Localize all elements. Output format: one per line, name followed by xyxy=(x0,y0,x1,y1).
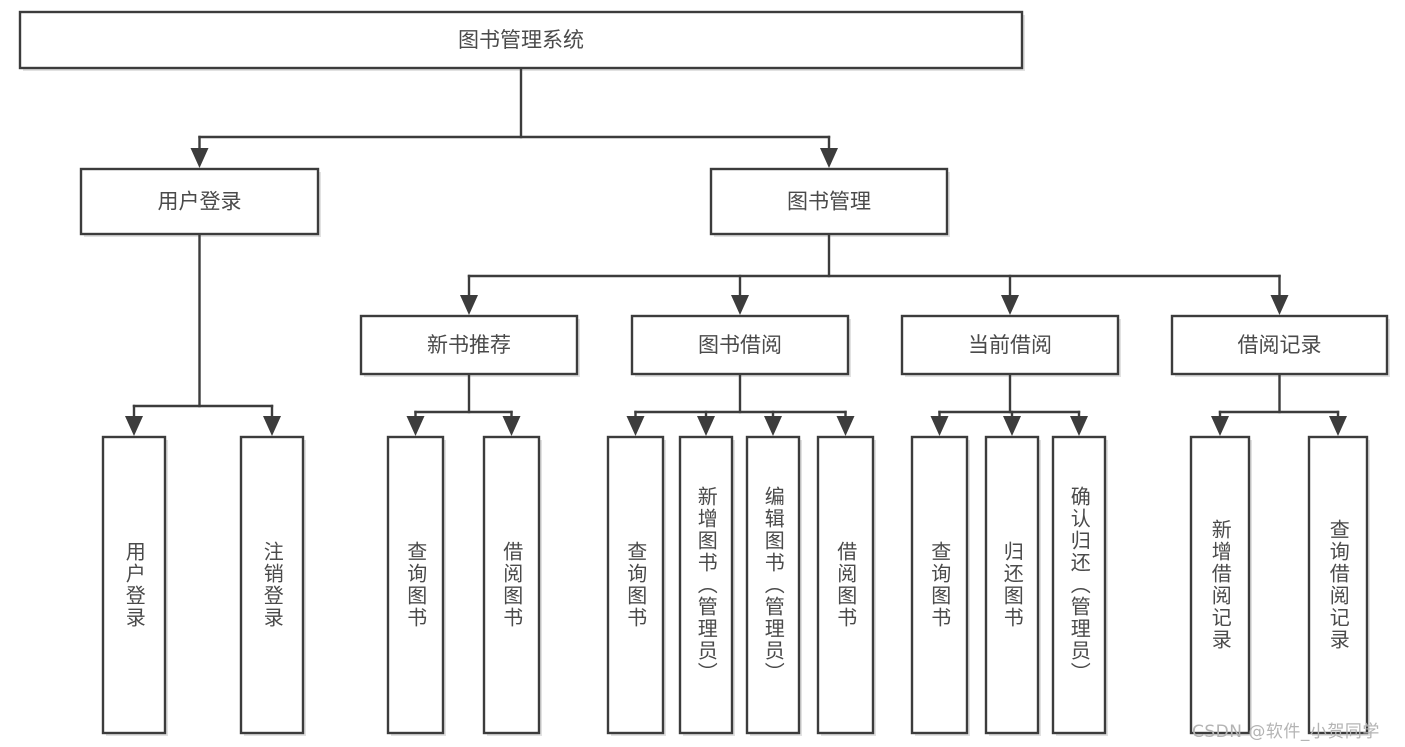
node-box-book-borrow[interactable] xyxy=(630,314,850,376)
node-label-root: 图书管理系统 xyxy=(458,28,584,52)
arrow-head-icon xyxy=(125,416,143,436)
leaf-box-leaf-add-book[interactable] xyxy=(678,435,734,735)
arrow-head-icon xyxy=(1211,416,1229,436)
arrow-head-icon xyxy=(406,416,425,436)
node-box-new-book-rec[interactable] xyxy=(359,314,579,376)
leaf-box-leaf-user-login[interactable] xyxy=(101,435,167,735)
node-box-borrow-record[interactable] xyxy=(1170,314,1389,376)
leaf-box-leaf-return-book[interactable] xyxy=(984,435,1040,735)
node-label-new-book-rec: 新书推荐 xyxy=(427,333,511,357)
leaf-box-leaf-query-book-2[interactable] xyxy=(606,435,665,735)
arrow-head-icon xyxy=(190,148,209,168)
connector-edges-layer xyxy=(125,66,1347,436)
node-box-root[interactable] xyxy=(18,10,1024,70)
arrow-head-icon xyxy=(626,416,645,436)
leaf-box-leaf-confirm-return[interactable] xyxy=(1051,435,1107,735)
node-label-borrow-record: 借阅记录 xyxy=(1238,333,1322,357)
node-box-book-manage[interactable] xyxy=(709,167,949,236)
arrow-head-icon xyxy=(460,295,478,315)
node-boxes-layer xyxy=(18,10,1389,735)
arrow-head-icon xyxy=(764,416,782,436)
node-label-user-login: 用户登录 xyxy=(158,190,242,214)
arrow-head-icon xyxy=(820,148,838,168)
node-box-current-borrow[interactable] xyxy=(900,314,1120,376)
leaf-box-leaf-edit-book[interactable] xyxy=(745,435,801,735)
arrow-head-icon xyxy=(502,416,521,436)
node-box-user-login[interactable] xyxy=(79,167,320,236)
node-label-book-manage: 图书管理 xyxy=(787,190,871,214)
leaf-box-leaf-query-record[interactable] xyxy=(1307,435,1369,735)
arrow-head-icon xyxy=(930,416,949,436)
leaf-box-leaf-query-book-1[interactable] xyxy=(386,435,445,735)
leaf-box-leaf-borrow-book-2[interactable] xyxy=(816,435,875,735)
arrow-head-icon xyxy=(1329,416,1347,436)
arrow-head-icon xyxy=(836,416,855,436)
node-label-book-borrow: 图书借阅 xyxy=(698,333,782,357)
node-label-current-borrow: 当前借阅 xyxy=(968,333,1052,357)
arrow-head-icon xyxy=(697,416,715,436)
arrow-head-icon xyxy=(1270,295,1289,315)
leaf-box-leaf-user-logout[interactable] xyxy=(239,435,305,735)
arrow-head-icon xyxy=(263,416,281,436)
leaf-box-leaf-query-book-3[interactable] xyxy=(910,435,969,735)
arrow-head-icon xyxy=(1003,416,1021,436)
csdn-watermark: CSDN @软件_小贺同学 xyxy=(1192,722,1380,742)
arrow-head-icon xyxy=(1070,416,1088,436)
leaf-box-leaf-borrow-book-1[interactable] xyxy=(482,435,541,735)
arrow-head-icon xyxy=(1001,295,1019,315)
arrow-head-icon xyxy=(731,295,749,315)
leaf-box-leaf-add-record[interactable] xyxy=(1189,435,1251,735)
